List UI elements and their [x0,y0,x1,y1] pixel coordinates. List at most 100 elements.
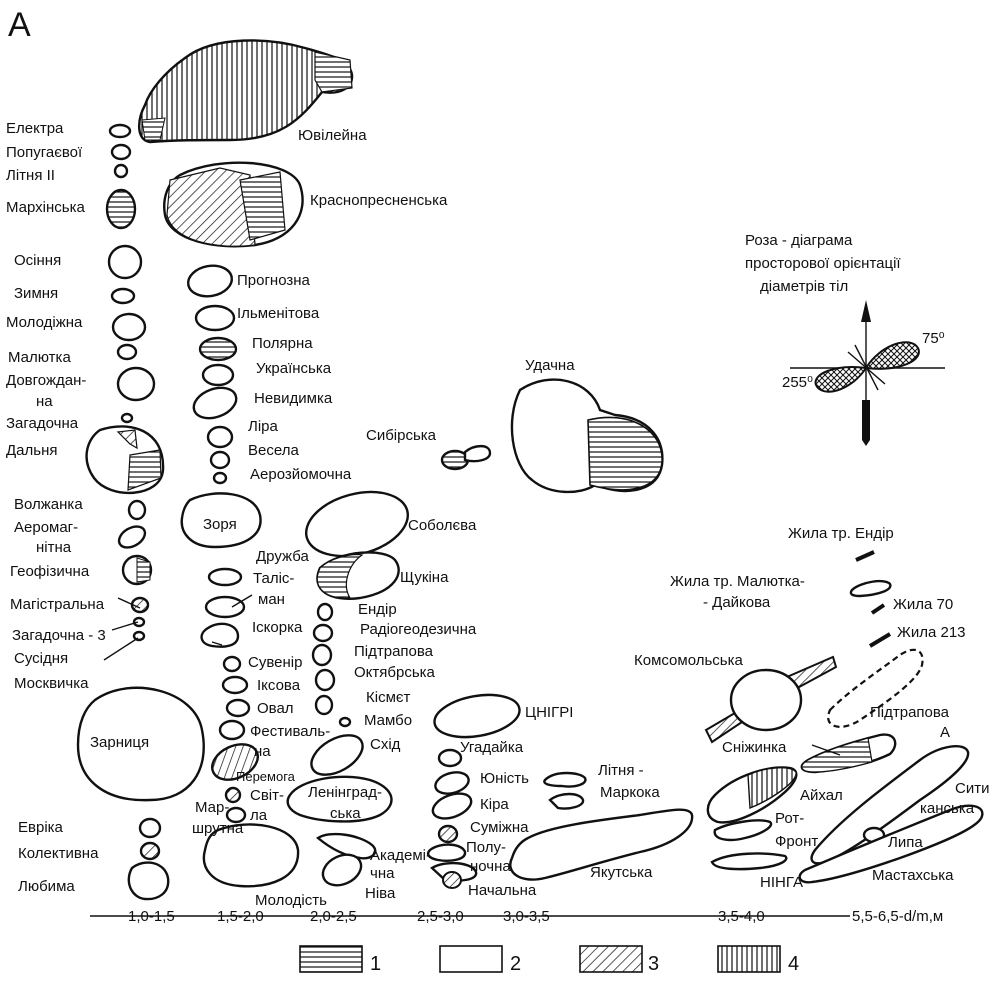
label-sybirska: Сибірська [366,427,437,444]
body-polunochna [428,845,465,861]
label-udachna: Удачна [525,357,575,374]
label-komsomolska: Комсомольська [634,652,744,669]
label-aeromag-nitna: нітна [36,539,72,556]
label-soboleva: Соболєва [408,517,477,534]
label-polu: Полу- [466,839,506,856]
body-ugadaika [439,750,461,766]
body-oktiabrska [316,670,334,690]
label-festyval: Фестиваль- [250,723,330,740]
label-maliutka: Малютка [8,349,71,366]
label-ukrainska: Українська [256,360,332,377]
label-syty: Сити [955,780,989,797]
body-iksova [223,677,247,693]
body-volzhanka [129,501,145,519]
label-ilmenitova: Ільменітова [237,305,320,322]
label-syty-kanska: канська [920,800,975,817]
body-litnia-2 [115,165,127,177]
label-rot: Рот- [775,810,804,827]
body-snizhynka-hatch [802,738,872,772]
label-prognozna: Прогнозна [237,272,311,289]
label-mastakhska: Мастахська [872,867,954,884]
label-skhid: Схід [370,736,401,753]
label-susidnia: Сусідня [14,650,68,667]
label-akademi: Академі- [370,847,431,864]
legend-swatch-3 [580,946,642,972]
label-iksova: Іксова [257,677,301,694]
label-litnia-2: Літня II [6,167,55,184]
label-svit-la: ла [250,807,268,824]
body-molodizhna [113,314,145,340]
label-vein-70: Жила 70 [893,596,953,613]
label-vein-endir: Жила тр. Ендір [788,525,894,542]
label-yakutska: Якутська [590,864,653,881]
label-vein-213: Жила 213 [897,624,966,641]
label-aikhal: Айхал [800,787,843,804]
label-kolektyvna: Колективна [18,845,99,862]
label-pidtrapova: Підтрапова [354,643,434,660]
body-vesela [211,452,229,468]
body-lubyma [129,863,168,900]
body-popugaeva [112,145,130,159]
label-talisman-man: ман [258,591,285,608]
body-oval [227,700,249,716]
body-sumizhna [439,826,457,842]
label-iskorka: Іскорка [252,619,303,636]
legend-label-4: 4 [788,953,799,975]
label-marsh-rutna: шрутна [192,820,244,837]
body-tsnigri [431,689,523,743]
body-markhinska [107,190,135,228]
label-litnia-markoka: Маркока [600,784,660,801]
label-magistralna: Магістральна [10,596,105,613]
body-aeromagnitna [115,522,148,552]
label-snizhynka: Сніжинка [722,739,787,756]
body-kolektyvna [141,843,159,859]
body-zagadochna-3 [134,618,144,626]
rose-angle-255: 255⁰ [782,374,813,391]
body-kismet [316,696,332,714]
label-aeromag: Аеромаг- [14,519,78,536]
label-pidtrapova-a: Підтрапова [870,704,950,721]
rose-angle-75: 75⁰ [922,330,945,347]
body-litnia-markoka-2 [550,794,583,809]
label-yunist: Юність [480,770,529,787]
label-festyval-na: на [254,743,271,760]
body-nevydymka [190,382,241,423]
label-krasnopresnenska: Краснопресненська [310,192,448,209]
label-suvenir: Сувенір [248,654,302,671]
body-suvenir [224,657,240,671]
body-ukrainska [203,365,233,385]
legend-swatch-2 [440,946,502,972]
label-shchukina: Щукіна [400,569,449,586]
vein-endir [856,552,874,560]
legend-label-1: 1 [370,953,381,975]
body-geofizychna-hatch [137,558,150,582]
label-talisman: Таліс- [253,570,294,587]
label-leningrad: Ленінград- [308,784,382,801]
north-arrow-icon [861,300,871,322]
legend-label-3: 3 [648,953,659,975]
body-evrika [140,819,160,837]
label-kira: Кіра [480,796,509,813]
label-geofizychna: Геофізична [10,563,90,580]
rose-petal-75 [866,342,919,369]
label-marsh: Мар- [195,799,229,816]
label-radiogeodezychna: Радіогеодезична [360,621,477,638]
body-endir [318,604,332,620]
axis-tick-6: 3,5-4,0 [718,908,765,925]
label-svit: Світ- [250,787,284,804]
label-moskvychka: Москвичка [14,675,89,692]
label-dovgozhdan: Довгождан- [6,372,86,389]
legend-label-2: 2 [510,953,521,975]
legend: 1 2 3 4 [300,946,799,975]
body-nachalna-hatch [443,872,461,888]
body-poliarna [200,338,236,360]
label-lubyma: Любима [18,878,75,895]
label-sumizhna: Суміжна [470,819,529,836]
body-festyvalna [220,721,244,739]
label-yuvileina: Ювілейна [298,127,367,144]
axis-tick-4: 2,5-3,0 [417,908,464,925]
label-polu-nochna: ночна [470,858,511,875]
label-vein-daikova: - Дайкова [703,594,771,611]
body-zagadochna [122,414,132,422]
